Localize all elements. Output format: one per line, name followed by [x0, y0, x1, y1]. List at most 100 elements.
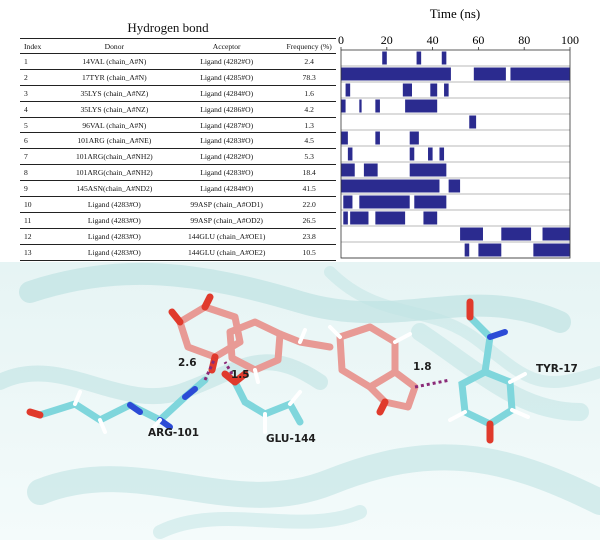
cell-frequency: 1.3 [282, 117, 336, 134]
cell-acceptor: Ligand (4283#O) [170, 164, 283, 182]
timeline-row [341, 179, 570, 195]
cell-frequency: 22.0 [282, 196, 336, 213]
cell-index: 11 [20, 212, 58, 229]
hydrogen-bond-table-panel: Hydrogen bond Index Donor Acceptor Frequ… [20, 20, 336, 261]
timeline-tick-label: 20 [381, 33, 393, 47]
cell-frequency: 4.2 [282, 101, 336, 118]
occupancy-segment [428, 147, 433, 161]
timeline-row [341, 67, 570, 83]
cell-frequency: 26.5 [282, 212, 336, 229]
timeline-tick-label: 100 [561, 33, 579, 47]
occupancy-segment [416, 51, 422, 65]
table-title: Hydrogen bond [127, 20, 209, 35]
timeline-tick-label: 40 [427, 33, 439, 47]
cell-donor: Ligand (4283#O) [57, 244, 171, 261]
arg-101-residue [26, 376, 209, 434]
timeline-row [341, 147, 570, 163]
occupancy-segment [439, 147, 445, 161]
timeline-row [341, 227, 570, 243]
occupancy-segment [460, 227, 483, 241]
occupancy-segment [341, 179, 440, 193]
occupancy-segment [478, 243, 502, 257]
occupancy-segment [382, 51, 387, 65]
timeline-rows [341, 51, 570, 259]
cell-index: 4 [20, 101, 58, 118]
cell-frequency: 23.8 [282, 228, 336, 245]
occupancy-segment [464, 243, 470, 257]
tyr-17-residue [448, 298, 530, 444]
timeline-axis: 0 20 40 60 80 100 [338, 33, 579, 50]
cell-acceptor: Ligand (4285#O) [170, 69, 283, 86]
occupancy-segment [542, 227, 570, 241]
occupancy-segment [375, 99, 380, 113]
occupancy-segment [409, 147, 415, 161]
cell-donor: 145ASN(chain_A#ND2) [57, 180, 171, 198]
cell-acceptor: Ligand (4286#O) [170, 101, 283, 118]
cell-donor: Ligand (4283#O) [57, 212, 171, 229]
cell-acceptor: 99ASP (chain_A#OD2) [170, 212, 283, 229]
occupancy-segment [343, 195, 353, 209]
hbond-glu-144 [223, 361, 234, 375]
occupancy-segment [343, 211, 348, 225]
cell-index: 8 [20, 164, 58, 182]
occupancy-segment [501, 227, 532, 241]
timeline-row [341, 51, 570, 67]
timeline-row [341, 195, 570, 211]
occupancy-segment [469, 115, 477, 129]
occupancy-segment [341, 67, 451, 81]
header-index: Index [20, 38, 58, 54]
residue-label-glu: GLU-144 [266, 433, 316, 445]
cell-acceptor: Ligand (4282#O) [170, 53, 283, 70]
cell-donor: 101ARG(chain_A#NH2) [57, 164, 171, 182]
occupancy-segment [375, 211, 406, 225]
cell-donor: 35LYS (chain_A#NZ) [57, 101, 171, 118]
cell-acceptor: Ligand (4284#O) [170, 85, 283, 102]
binding-pose-illustration: 2.6 1.5 1.8 ARG-101 GLU-144 TYR-17 [0, 262, 600, 540]
timeline-row [341, 243, 570, 259]
occupancy-segment [345, 83, 351, 97]
occupancy-segment [375, 131, 380, 145]
occupancy-segment [409, 131, 419, 145]
cell-frequency: 41.5 [282, 180, 336, 198]
occupancy-segment [414, 195, 447, 209]
occupancy-segment [441, 51, 447, 65]
cell-donor: 101ARG(chain_A#NH2) [57, 148, 171, 166]
occupancy-segment [363, 163, 378, 177]
cell-index: 10 [20, 196, 58, 213]
cell-donor: 17TYR (chain_A#N) [57, 69, 171, 86]
glu-144-residue [221, 370, 304, 434]
hydrogen-bonds [203, 357, 451, 389]
timeline-tick-label: 60 [472, 33, 484, 47]
cell-index: 3 [20, 85, 58, 102]
distance-label-arg: 2.6 [178, 357, 197, 369]
cell-frequency: 78.3 [282, 69, 336, 86]
occupancy-segment [341, 163, 355, 177]
cell-frequency: 4.5 [282, 132, 336, 150]
timeline-tick-label: 0 [338, 33, 344, 47]
occupancy-segment [473, 67, 506, 81]
timeline-frame [340, 49, 571, 259]
cell-frequency: 5.3 [282, 148, 336, 166]
occupancy-segment [341, 99, 346, 113]
cell-index: 1 [20, 53, 58, 70]
hbond-timeline-plot: Time (ns) 0 20 40 60 80 100 [338, 6, 579, 259]
cell-donor: 96VAL (chain_A#N) [57, 117, 171, 134]
occupancy-segment [347, 147, 353, 161]
header-acceptor: Acceptor [170, 38, 283, 54]
timeline-title: Time (ns) [430, 6, 480, 21]
cell-index: 5 [20, 117, 58, 134]
timeline-tick-label: 80 [518, 33, 530, 47]
occupancy-segment [341, 131, 348, 145]
cell-acceptor: 99ASP (chain_A#OD1) [170, 196, 283, 213]
